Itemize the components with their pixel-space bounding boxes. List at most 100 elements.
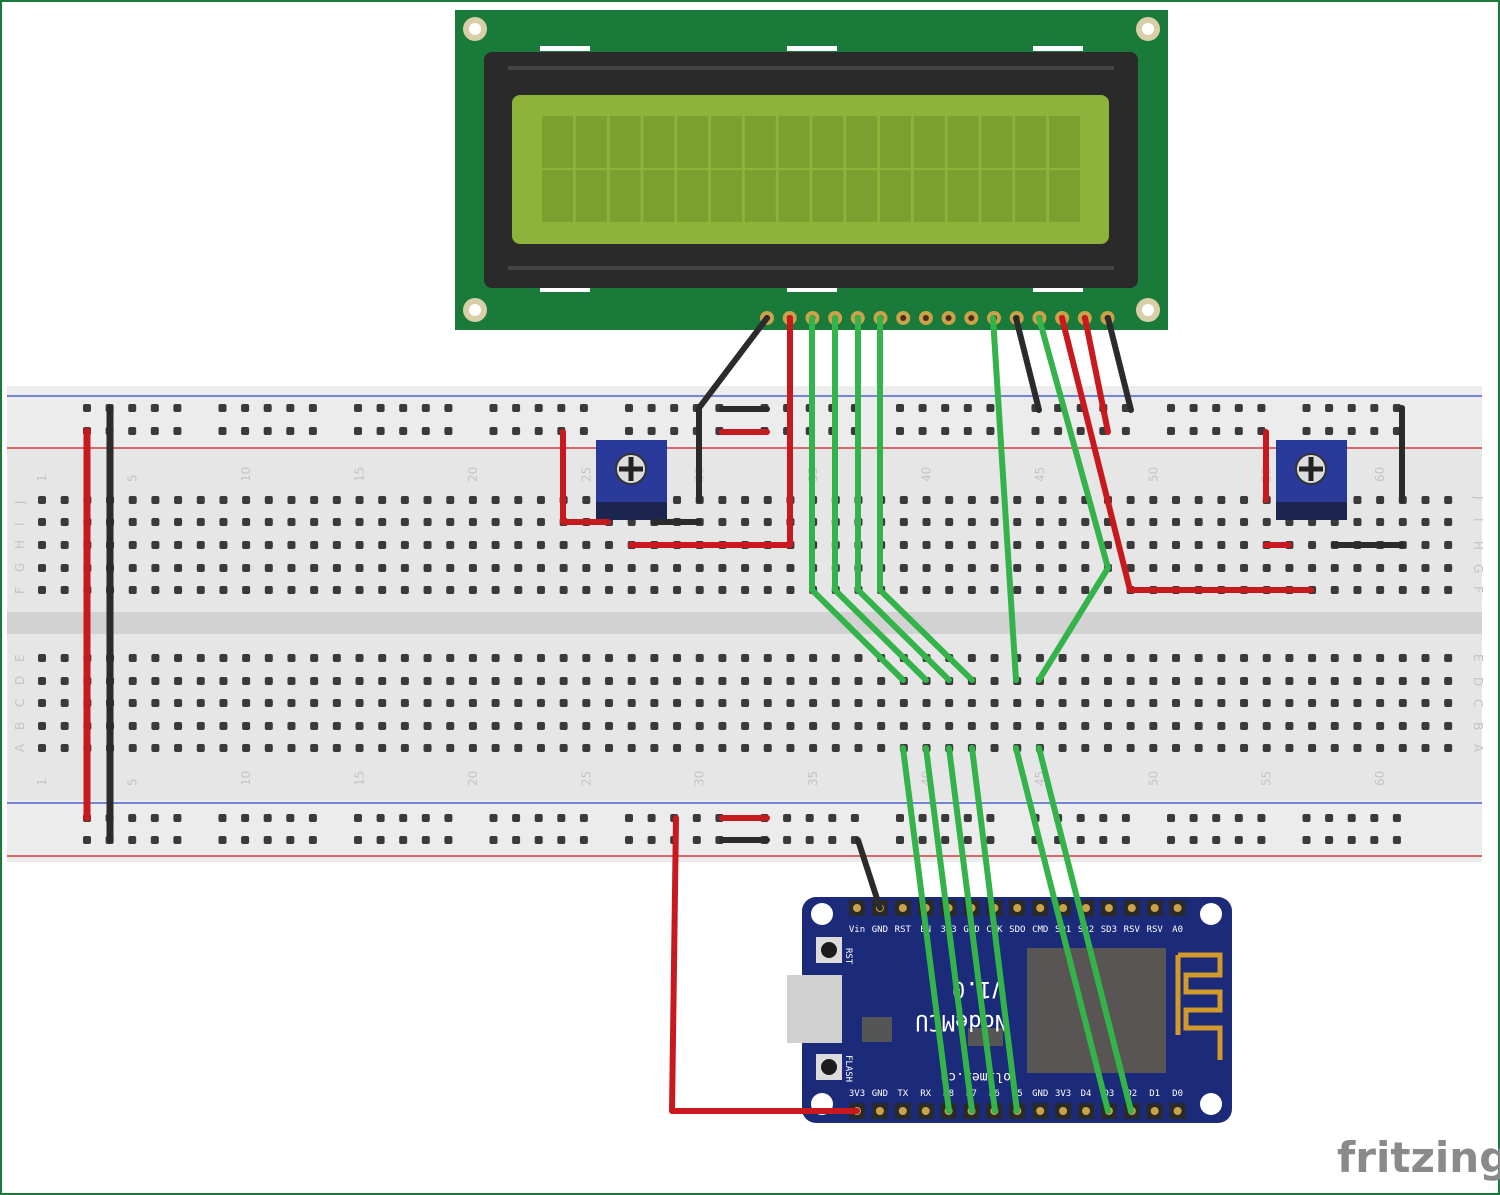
breadboard-hole xyxy=(1217,722,1226,730)
lcd-character-cell xyxy=(947,170,979,222)
breadboard-hole xyxy=(196,677,205,685)
nodemcu-pin-pad xyxy=(898,1107,907,1115)
rail-hole xyxy=(1370,814,1379,822)
breadboard-hole xyxy=(1081,722,1090,730)
breadboard-hole xyxy=(400,654,409,662)
breadboard-hole xyxy=(128,677,137,685)
breadboard-hole xyxy=(514,564,523,572)
breadboard-hole xyxy=(1240,541,1249,549)
breadboard-hole xyxy=(1444,541,1453,549)
breadboard-hole xyxy=(400,744,409,752)
breadboard-hole xyxy=(1444,744,1453,752)
rail-hole xyxy=(1167,814,1175,822)
breadboard-hole xyxy=(1330,699,1339,707)
breadboard-hole xyxy=(559,541,568,549)
wire-green-lcd-rs xyxy=(990,315,1019,683)
breadboard-hole xyxy=(1444,564,1453,572)
breadboard-hole xyxy=(310,722,319,730)
breadboard-hole xyxy=(1353,699,1362,707)
breadboard-hole xyxy=(650,677,659,685)
breadboard-hole xyxy=(514,722,523,730)
rail-hole xyxy=(941,427,950,435)
breadboard-hole xyxy=(196,564,205,572)
breadboard-hole xyxy=(332,518,341,526)
breadboard-hole xyxy=(922,541,931,549)
breadboard-hole xyxy=(174,518,183,526)
breadboard-hole xyxy=(809,744,818,752)
breadboard-hole xyxy=(242,699,251,707)
breadboard-hole xyxy=(1240,744,1249,752)
breadboard-hole xyxy=(60,722,69,730)
lcd-mount-hole xyxy=(1142,304,1154,316)
breadboard-hole xyxy=(967,518,976,526)
breadboard-hole xyxy=(582,744,591,752)
lcd-character-cell xyxy=(981,116,1013,168)
breadboard-hole xyxy=(967,699,976,707)
rail-hole xyxy=(218,814,227,822)
breadboard-hole xyxy=(242,677,251,685)
breadboard-hole xyxy=(196,518,205,526)
breadboard-hole xyxy=(990,744,999,752)
breadboard-hole xyxy=(1444,654,1453,662)
breadboard-hole xyxy=(1172,541,1180,549)
nodemcu-pin-pad xyxy=(1059,1107,1068,1115)
breadboard-hole xyxy=(1194,699,1203,707)
breadboard-hole xyxy=(1172,564,1180,572)
breadboard-hole xyxy=(491,699,500,707)
wires xyxy=(83,315,1405,1114)
breadboard-hole xyxy=(1421,699,1430,707)
breadboard-hole xyxy=(310,496,319,504)
breadboard-hole xyxy=(990,586,999,594)
breadboard-hole xyxy=(1194,496,1203,504)
breadboard-hole xyxy=(899,518,908,526)
breadboard-hole xyxy=(1058,744,1067,752)
nodemcu-pin-pad xyxy=(921,1107,930,1115)
breadboard-hole xyxy=(1013,699,1022,707)
breadboard-hole xyxy=(1035,518,1044,526)
breadboard-hole xyxy=(60,541,69,549)
lcd-bezel-tab xyxy=(787,287,837,292)
rail-hole xyxy=(241,836,250,844)
breadboard-hole xyxy=(355,699,364,707)
breadboard-hole xyxy=(1194,518,1203,526)
breadboard-hole xyxy=(1217,654,1226,662)
nodemcu-mount-hole xyxy=(811,903,833,925)
rail-hole xyxy=(986,427,995,435)
lcd-character-cell xyxy=(880,116,911,168)
breadboard-hole xyxy=(1285,654,1294,662)
breadboard-hole xyxy=(1398,654,1407,662)
breadboard-hole xyxy=(967,722,976,730)
breadboard-hole xyxy=(128,541,137,549)
breadboard-hole xyxy=(1421,564,1430,572)
column-number-label: 20 xyxy=(466,771,480,786)
breadboard-hole xyxy=(559,586,568,594)
breadboard-hole xyxy=(1126,564,1135,572)
breadboard-hole xyxy=(831,722,840,730)
rail-hole xyxy=(670,404,679,412)
rail-hole xyxy=(783,836,792,844)
breadboard-hole xyxy=(899,586,908,594)
lcd-character-cell xyxy=(1049,170,1080,222)
rail-hole xyxy=(534,836,543,844)
breadboard-hole xyxy=(468,518,477,526)
breadboard-hole xyxy=(1353,496,1362,504)
fritzing-logo: fritzing xyxy=(1337,1133,1500,1182)
lcd-mount-hole xyxy=(469,304,481,316)
breadboard-hole xyxy=(264,541,273,549)
breadboard-hole xyxy=(1285,677,1294,685)
wire-black-nodemcu-gnd xyxy=(855,837,883,911)
nodemcu-pin-pad xyxy=(1059,904,1068,912)
breadboard-hole xyxy=(1376,677,1385,685)
lcd-character-cell xyxy=(913,116,945,168)
row-letter-label: I xyxy=(1471,518,1485,522)
breadboard-hole xyxy=(536,518,545,526)
rail-hole xyxy=(1189,814,1198,822)
potentiometer-left xyxy=(596,440,667,520)
breadboard-hole xyxy=(1058,699,1067,707)
breadboard-hole xyxy=(38,496,46,504)
rail-hole xyxy=(1031,427,1040,435)
breadboard-hole xyxy=(1262,677,1271,685)
rail-hole xyxy=(218,836,227,844)
rail-hole xyxy=(399,814,408,822)
